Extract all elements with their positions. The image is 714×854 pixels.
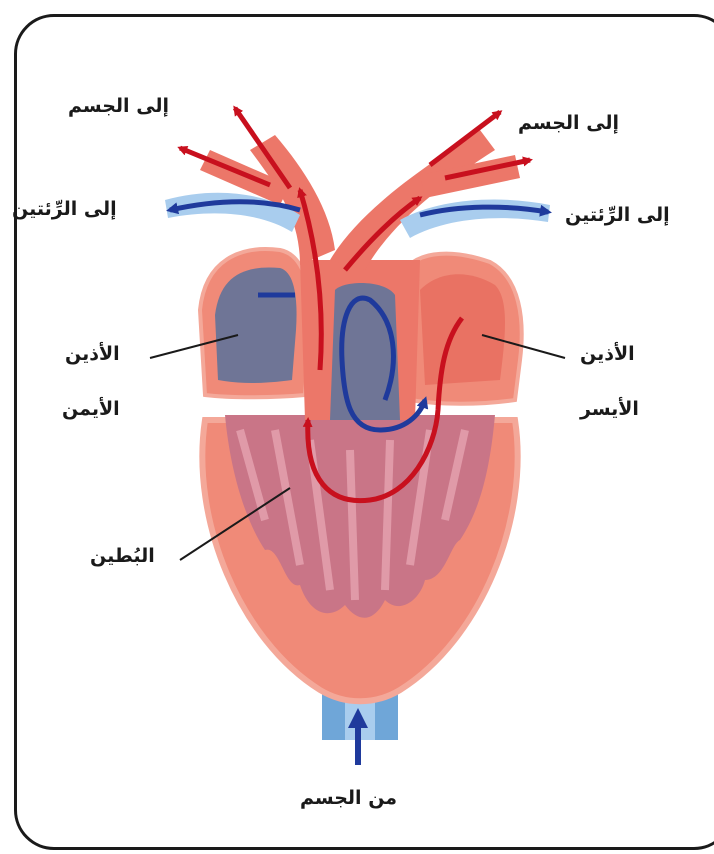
label-left-atrium-line1: الأذين <box>580 343 635 365</box>
label-to-lungs-right: إلى الرِّئتين <box>565 204 670 226</box>
label-to-body-right: إلى الجسم <box>518 112 619 134</box>
label-ventricle: البُطين <box>90 545 155 567</box>
aorta-right <box>330 130 495 270</box>
label-right-atrium-line2: الأيمن <box>62 398 120 420</box>
label-to-body-left: إلى الجسم <box>68 95 169 117</box>
label-left-atrium-line2: الأيسر <box>580 398 639 420</box>
label-right-atrium-line1: الأذين <box>65 343 120 365</box>
label-from-body: من الجسم <box>300 787 397 809</box>
label-to-lungs-left: إلى الرِّئتين <box>12 198 117 220</box>
